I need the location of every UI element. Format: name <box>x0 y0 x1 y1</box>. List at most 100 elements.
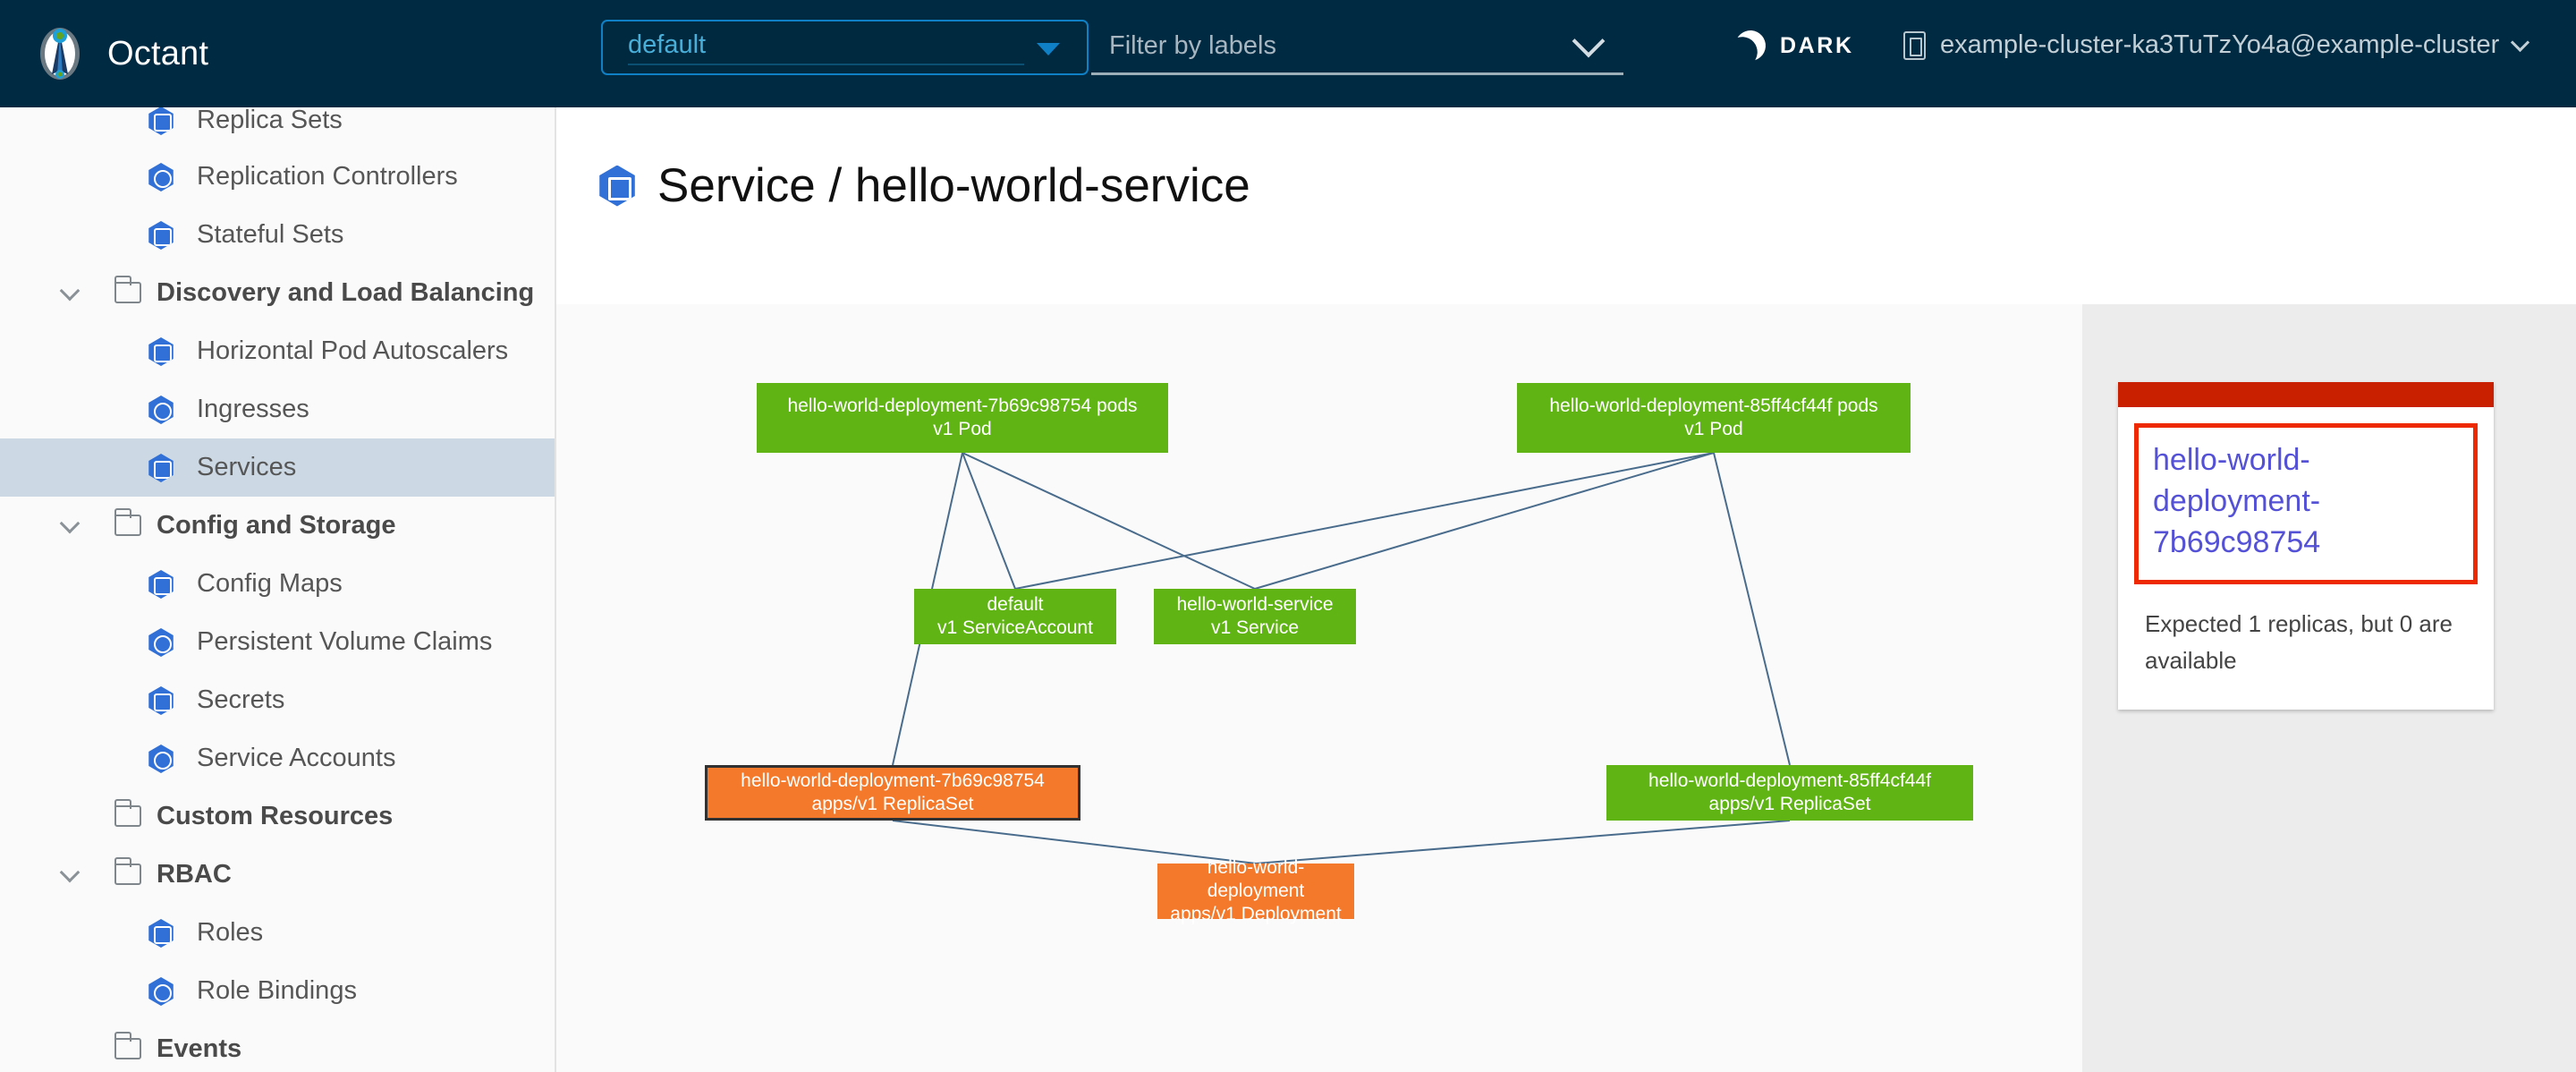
folder-icon <box>114 508 141 536</box>
sidebar-item-label: Replica Sets <box>197 107 343 134</box>
graph-edge <box>1254 452 1715 590</box>
status-card-message: Expected 1 replicas, but 0 are available <box>2145 609 2453 674</box>
status-card-title-link[interactable]: hello-world-deployment-7b69c98754 <box>2153 443 2321 559</box>
chevron-down-icon[interactable] <box>59 280 80 302</box>
sidebar-item-label: Discovery and Load Balancing <box>157 278 535 307</box>
resource-viewer-graph[interactable]: hello-world-deployment-7b69c98754 pods v1… <box>556 304 2082 1072</box>
graph-node-name: hello-world-service <box>1176 593 1334 615</box>
sidebar-item-stateful-sets[interactable]: Stateful Sets <box>0 206 555 264</box>
label-filter-input[interactable]: Filter by labels <box>1091 20 1623 75</box>
k8s-rolebinding-icon <box>148 977 174 1006</box>
graph-node-kind: v1 ServiceAccount <box>937 617 1093 638</box>
sidebar-item-label: Stateful Sets <box>197 220 344 249</box>
cluster-name: example-cluster-ka3TuTzYo4a@example-clus… <box>1940 30 2500 59</box>
sidebar-item-label: Events <box>157 1034 242 1063</box>
folder-icon <box>114 1032 141 1059</box>
status-card-title-box: hello-world-deployment-7b69c98754 <box>2134 423 2478 584</box>
sidebar-item-ingresses[interactable]: Ingresses <box>0 380 555 438</box>
graph-node-kind: apps/v1 ReplicaSet <box>1708 794 1871 814</box>
namespace-selector[interactable]: default <box>601 20 1089 75</box>
k8s-service-icon <box>148 454 174 482</box>
graph-node-deploy[interactable]: hello-world-deployment apps/v1 Deployment <box>1157 857 1354 924</box>
brand: Octant <box>32 26 301 81</box>
app-header: Octant default Filter by labels DARK exa… <box>0 0 2576 107</box>
graph-node-name: default <box>987 593 1044 615</box>
sidebar-item-horizontal-pod-autoscalers[interactable]: Horizontal Pod Autoscalers <box>0 322 555 380</box>
brand-name: Octant <box>107 34 209 72</box>
sidebar-item-config-and-storage[interactable]: Config and Storage <box>0 497 555 555</box>
chevron-down-icon <box>2511 32 2530 52</box>
octant-logo-icon <box>32 26 88 81</box>
k8s-role-icon <box>148 919 174 948</box>
graph-node-name: hello-world-deployment-7b69c98754 pods <box>787 395 1138 416</box>
chevron-down-icon[interactable] <box>59 513 80 534</box>
sidebar-item-label: Services <box>197 453 297 481</box>
graph-node-rs-a[interactable]: hello-world-deployment-7b69c98754 apps/v1… <box>705 765 1080 821</box>
sidebar-item-persistent-volume-claims[interactable]: Persistent Volume Claims <box>0 613 555 671</box>
graph-edge <box>962 452 1256 590</box>
sidebar-item-label: RBAC <box>157 860 232 889</box>
theme-toggle-label: DARK <box>1780 32 1854 58</box>
moon-icon <box>1732 27 1770 65</box>
sidebar-item-label: Config and Storage <box>157 511 396 540</box>
graph-edge <box>1255 820 1791 864</box>
theme-toggle-button[interactable]: DARK <box>1735 30 1854 61</box>
k8s-configmap-icon <box>148 570 174 599</box>
cluster-switcher[interactable]: example-cluster-ka3TuTzYo4a@example-clus… <box>1903 30 2530 60</box>
k8s-hpa-icon <box>148 337 174 366</box>
graph-node-name: hello-world-deployment <box>1207 856 1305 901</box>
sidebar-item-rbac[interactable]: RBAC <box>0 846 555 904</box>
sidebar-item-label: Secrets <box>197 685 285 714</box>
label-filter-placeholder: Filter by labels <box>1109 31 1276 60</box>
graph-node-name: hello-world-deployment-7b69c98754 <box>741 770 1045 791</box>
sidebar-item-services[interactable]: Services <box>0 438 555 497</box>
status-card: hello-world-deployment-7b69c98754 Expect… <box>2118 382 2494 710</box>
graph-node-name: hello-world-deployment-85ff4cf44f pods <box>1549 395 1878 416</box>
folder-icon <box>114 857 141 885</box>
sidebar-item-custom-resources[interactable]: Custom Resources <box>0 787 555 846</box>
sidebar-item-label: Horizontal Pod Autoscalers <box>197 336 509 365</box>
sidebar-item-replication-controllers[interactable]: Replication Controllers <box>0 148 555 206</box>
page-title: Service / hello-world-service <box>657 159 1250 212</box>
k8s-serviceaccount-icon <box>148 744 174 773</box>
status-card-accent-bar <box>2118 382 2494 407</box>
sidebar-item-config-maps[interactable]: Config Maps <box>0 555 555 613</box>
sidebar-item-label: Roles <box>197 918 264 947</box>
cluster-icon <box>1903 30 1926 60</box>
sidebar-item-secrets[interactable]: Secrets <box>0 671 555 729</box>
sidebar-item-label: Persistent Volume Claims <box>197 627 493 656</box>
graph-node-kind: v1 Pod <box>933 419 992 439</box>
chevron-down-icon[interactable] <box>59 862 80 883</box>
graph-node-kind: apps/v1 ReplicaSet <box>811 794 974 814</box>
chevron-down-icon[interactable] <box>1572 24 1606 57</box>
folder-icon <box>114 799 141 827</box>
sidebar-item-discovery-and-load-balancing[interactable]: Discovery and Load Balancing <box>0 264 555 322</box>
graph-node-kind: v1 Service <box>1210 617 1300 638</box>
graph-node-pod-a[interactable]: hello-world-deployment-7b69c98754 pods v1… <box>757 383 1168 453</box>
graph-edge <box>892 820 1257 864</box>
sidebar-item-label: Custom Resources <box>157 802 394 830</box>
folder-icon <box>114 276 141 303</box>
k8s-pvc-icon <box>148 628 174 657</box>
sidebar-item-events[interactable]: Events <box>0 1020 555 1072</box>
namespace-selector-value: default <box>628 30 1024 65</box>
sidebar-item-label: Replication Controllers <box>197 162 458 191</box>
sidebar-item-service-accounts[interactable]: Service Accounts <box>0 729 555 787</box>
caret-down-icon <box>1037 43 1060 55</box>
graph-edge <box>1713 452 1791 766</box>
k8s-replicaset-icon <box>148 107 174 135</box>
k8s-replicationcontroller-icon <box>148 163 174 191</box>
k8s-statefulset-icon <box>148 221 174 250</box>
sidebar-item-role-bindings[interactable]: Role Bindings <box>0 962 555 1020</box>
graph-node-kind: apps/v1 Deployment <box>1170 904 1342 925</box>
sidebar-item-label: Config Maps <box>197 569 343 598</box>
sidebar-item-roles[interactable]: Roles <box>0 904 555 962</box>
k8s-secret-icon <box>148 686 174 715</box>
sidebar-item-label: Service Accounts <box>197 744 396 772</box>
sidebar-item-replica-sets[interactable]: Replica Sets <box>0 107 555 149</box>
